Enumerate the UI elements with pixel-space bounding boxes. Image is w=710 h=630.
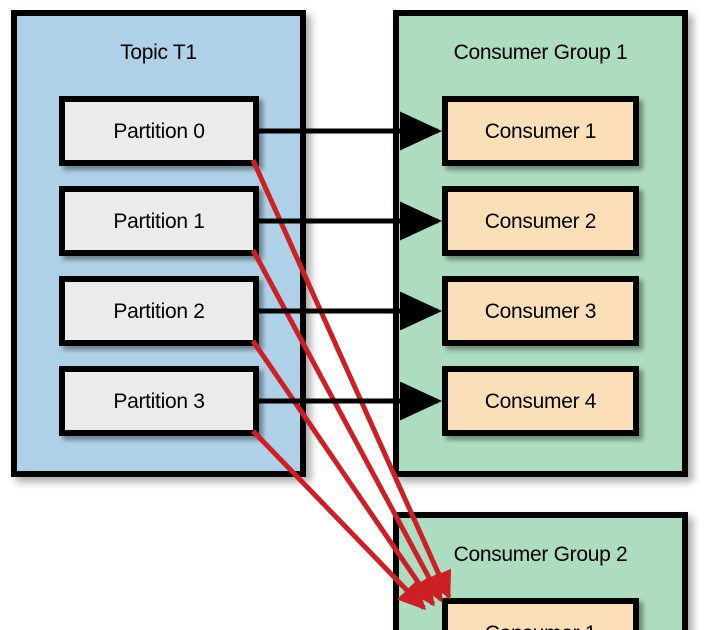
partition-3-box[interactable] (59, 366, 259, 436)
partition-0-label: Partition 0 (113, 120, 205, 143)
partition-3-label: Partition 3 (113, 390, 205, 413)
consumer-group-1-title: Consumer Group 1 (453, 41, 628, 64)
consumer-1-label: Consumer 1 (484, 120, 597, 143)
consumer-1-g2-label: Consumer 1 (445, 623, 636, 630)
black-connections (256, 111, 443, 421)
consumer-4-label: Consumer 4 (484, 390, 597, 413)
red-connector-partition-3 (251, 429, 427, 611)
consumer-3-label: Consumer 3 (484, 300, 597, 323)
red-connector-partition-2 (250, 339, 436, 607)
topic-t1-title: Topic T1 (120, 41, 197, 64)
consumer-2-label: Consumer 2 (484, 210, 597, 233)
consumer-3-box[interactable] (442, 276, 639, 346)
partition-2-label: Partition 2 (113, 300, 205, 323)
partition-1-label: Partition 1 (113, 210, 205, 233)
red-connections (250, 158, 452, 611)
consumer-1-g2-box[interactable] (442, 598, 639, 630)
consumer-1-box[interactable] (442, 96, 639, 166)
red-connector-partition-1 (250, 248, 444, 603)
consumer-4-box[interactable] (442, 366, 639, 436)
consumer-group-2-title: Consumer Group 2 (453, 543, 628, 566)
consumer-2-box[interactable] (442, 186, 639, 256)
red-connector-partition-0 (250, 158, 452, 600)
